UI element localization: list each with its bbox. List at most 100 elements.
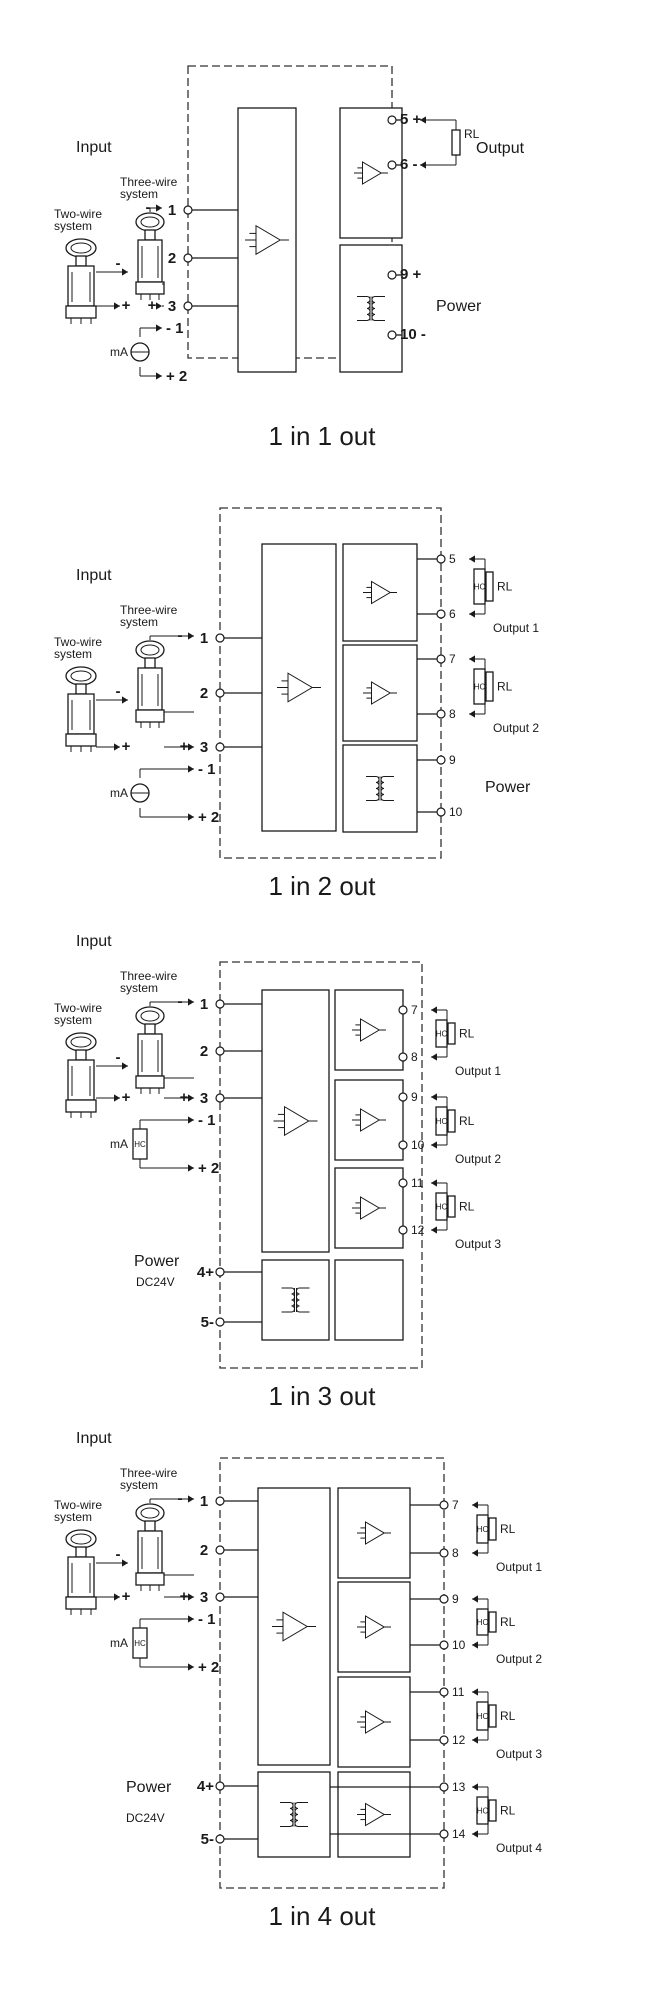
meter-glyph: HC (134, 1140, 146, 1149)
resistor-body (451, 129, 461, 156)
meter-glyph: HC (474, 683, 486, 692)
amplifier-icon (357, 1802, 391, 1827)
ma-pin-label: + 2 (198, 1659, 219, 1676)
output-terminal (398, 1052, 408, 1062)
load-label: RL (459, 1114, 475, 1128)
transmitter-flange (135, 281, 165, 295)
function-block (339, 244, 403, 373)
power-terminal (387, 330, 397, 340)
function-block (337, 1771, 411, 1858)
arrow-icon (188, 1116, 194, 1124)
input-label: Input (76, 1430, 112, 1447)
transmitter-flange (65, 1099, 97, 1113)
polarity-sign: + (122, 1588, 131, 1605)
two-wire-transmitter (65, 1529, 97, 1615)
output-pin-label: 6 - (400, 156, 418, 173)
output-terminal (439, 1782, 449, 1792)
input-terminal (215, 1496, 225, 1506)
diagram-caption: 1 in 1 out (269, 421, 377, 451)
resistor-body (485, 671, 494, 702)
arrow-icon (188, 998, 194, 1006)
transformer-icon (357, 296, 385, 321)
amp-triangle (360, 1196, 381, 1220)
output-pin-label: 11 (452, 1685, 465, 1699)
output-pin-label: 13 (452, 1780, 466, 1794)
polarity-sign: + (122, 1089, 131, 1106)
amplifier-icon (357, 1521, 391, 1545)
input-label: Input (76, 567, 112, 584)
diagram-caption: 1 in 3 out (269, 1381, 377, 1411)
function-block (334, 989, 404, 1071)
amp-triangle (371, 580, 392, 605)
meter-glyph: HC (477, 1807, 489, 1816)
function-block (342, 543, 418, 642)
polarity-sign: - (116, 1049, 121, 1066)
polarity-sign: - (178, 1490, 183, 1507)
power-sub-label: DC24V (126, 1811, 165, 1825)
power-terminal (215, 1834, 225, 1844)
amplifier-icon (357, 1615, 391, 1639)
power-terminal (215, 1781, 225, 1791)
arrow-icon (114, 302, 120, 310)
resistor-body (488, 1704, 497, 1728)
output-label: Output 2 (493, 721, 539, 735)
diagram-3: 123InputThree-wiresystemTwo-wiresystem-+… (54, 933, 501, 1411)
resistor-meter (476, 1796, 489, 1825)
output-terminal (439, 1829, 449, 1839)
transmitter-neck (144, 1023, 156, 1035)
load-label: RL (500, 1804, 516, 1818)
power-terminal (436, 755, 446, 765)
transmitter-head-inner (70, 242, 92, 254)
transmitter-head (135, 1006, 165, 1026)
arrow-icon (469, 655, 475, 663)
amplifier-icon (352, 1018, 386, 1042)
arrow-icon (431, 1226, 437, 1234)
transmitter-neck (75, 255, 87, 267)
three-wire-transmitter (135, 640, 165, 728)
load-label: RL (500, 1709, 516, 1723)
load-resistor: HC RL (476, 1796, 516, 1825)
arrow-icon (188, 1164, 194, 1172)
output-terminal (436, 709, 446, 719)
amp-triangle (362, 161, 383, 185)
module-enclosure (219, 1457, 445, 1889)
power-label: Power (126, 1779, 172, 1796)
polarity-sign: - (178, 993, 183, 1010)
polarity-sign: + (122, 738, 131, 755)
meter-glyph: HC (477, 1712, 489, 1721)
function-block (334, 1167, 404, 1249)
transmitter-head-inner (70, 1533, 92, 1545)
ma-pin-label: + 2 (198, 1160, 219, 1177)
arrow-icon (114, 1094, 120, 1102)
meter-glyph: HC (436, 1117, 448, 1126)
polarity-sign: - (116, 683, 121, 700)
input-pin-label: 3 (200, 739, 208, 756)
polarity-sign: - (116, 1546, 121, 1563)
meter-glyph: HC (436, 1030, 448, 1039)
amp-triangle (365, 1521, 386, 1545)
power-pin-label: 10 (449, 805, 463, 819)
arrow-icon (472, 1595, 478, 1603)
output-terminal (398, 1140, 408, 1150)
ma-label: mA (110, 786, 128, 800)
amp-triangle (365, 1710, 386, 1734)
input-pin-label: 2 (200, 1043, 208, 1060)
arrow-icon (188, 765, 194, 773)
power-pin-label: 5- (201, 1831, 214, 1848)
load-label: RL (500, 1522, 516, 1536)
function-block (261, 1259, 330, 1341)
output-terminal (436, 554, 446, 564)
output-pin-label: 12 (452, 1733, 466, 1747)
transmitter-neck (75, 1546, 87, 1558)
output-label: Output 4 (496, 1841, 542, 1855)
input-pin-label: 1 (200, 1493, 208, 1510)
load-label: RL (464, 127, 480, 141)
output-terminal (398, 1225, 408, 1235)
arrow-icon (188, 1593, 194, 1601)
output-pin-label: 14 (452, 1827, 466, 1841)
transmitter-flange (135, 1075, 165, 1089)
function-block (337, 1676, 411, 1768)
polarity-sign: - (178, 627, 183, 644)
power-pin-label: 10 - (400, 326, 426, 343)
resistor-meter (476, 1608, 489, 1636)
